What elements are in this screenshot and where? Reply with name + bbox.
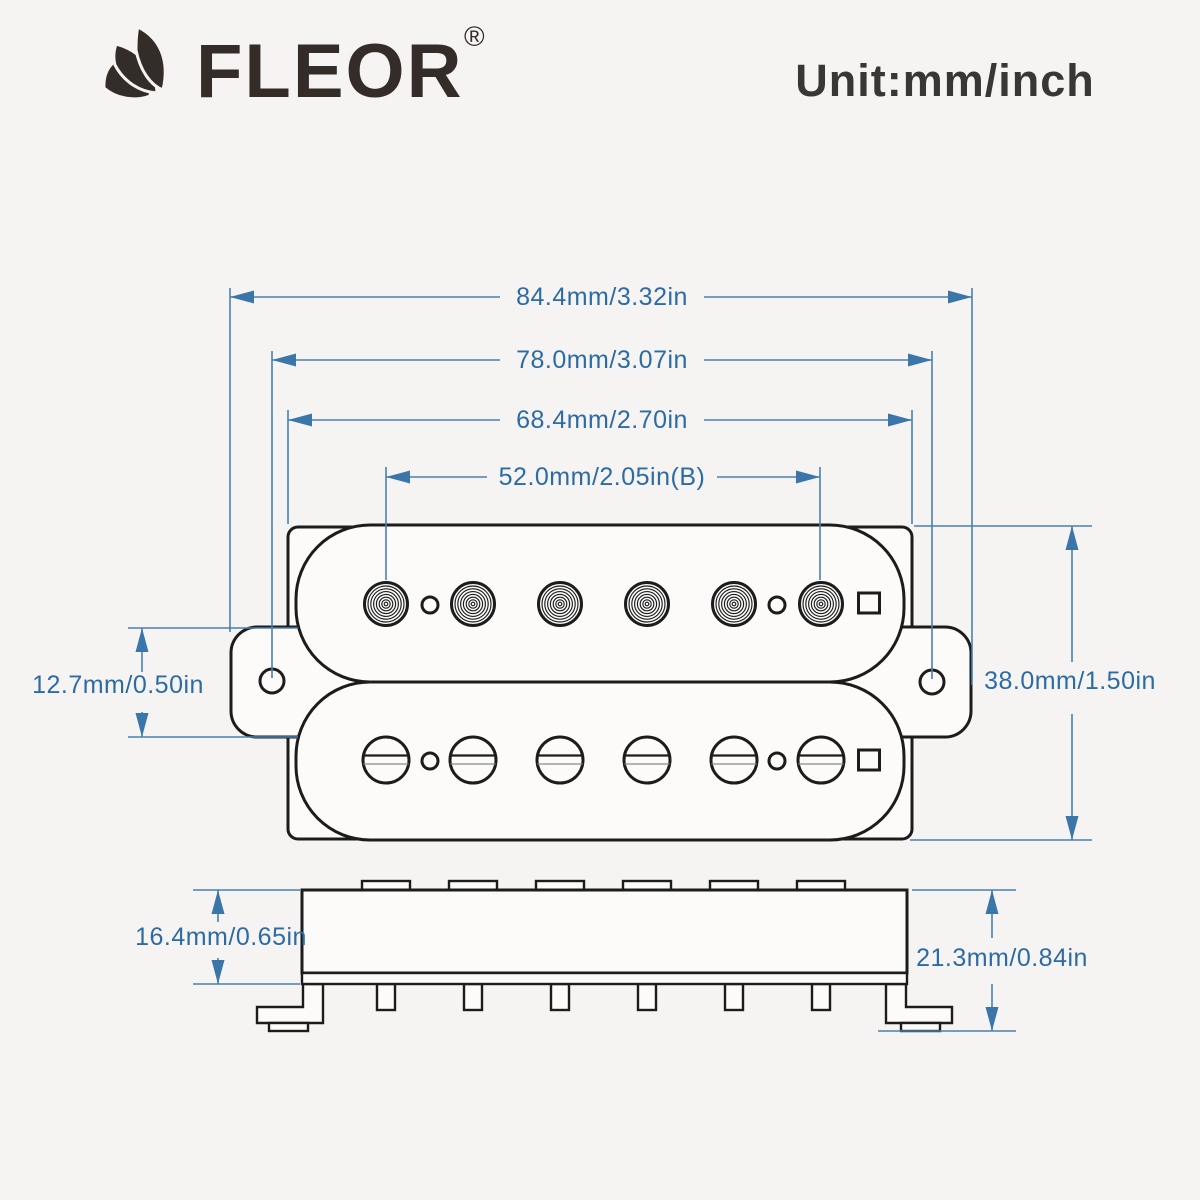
dim-overall-width: 84.4mm/3.32in [229,283,973,685]
slug-pole-2 [450,581,496,627]
arrowhead-left-icon [386,470,410,484]
dim-body-height: 38.0mm/1.50in [910,525,1156,841]
dim-label-hole-spacing: 78.0mm/3.07in [516,346,688,374]
arrowhead-up-icon [985,890,999,914]
dim-body-width: 68.4mm/2.70in [287,406,913,524]
leaf-petal-front-icon [134,24,167,93]
side-body-outline [300,888,909,975]
arrowhead-down-icon [211,960,225,984]
dim-pole-spacing: 52.0mm/2.05in(B) [385,463,821,580]
unit-label: Unit:mm/inch [795,55,1095,106]
brand-name: FLEOR [196,29,464,114]
right-mounting-bracket [884,982,954,1025]
arrowhead-left-icon [230,290,254,304]
screw-leg-1 [375,982,397,1012]
screw-pole-1 [361,735,411,785]
arrowhead-right-icon [948,290,972,304]
dim-label-side-total-height: 21.3mm/0.84in [916,944,1088,972]
arrowhead-down-icon [985,1007,999,1031]
registered-trademark-icon: ® [464,21,485,52]
screw-leg-5 [723,982,745,1012]
dim-mounting-tab-height: 12.7mm/0.50in [32,627,298,738]
side-baseplate-outline [300,971,909,986]
dim-mounting-hole-spacing: 78.0mm/3.07in [271,346,933,679]
dim-label-overall-width: 84.4mm/3.32in [516,283,688,311]
arrowhead-left-icon [288,413,312,427]
brand-logo: FLEOR ® [102,21,485,114]
slug-pole-3 [537,581,583,627]
pickup-side-view [255,879,954,1033]
dim-label-body-height: 38.0mm/1.50in [984,667,1156,695]
arrowhead-up-icon [135,628,149,652]
screw-pole-2 [448,735,498,785]
screw-leg-6 [810,982,832,1012]
screw-leg-2 [462,982,484,1012]
dim-label-side-body-height: 16.4mm/0.65in [135,923,307,951]
arrowhead-up-icon [1065,526,1079,550]
dim-label-pole-spacing: 52.0mm/2.05in(B) [499,463,706,491]
arrowhead-left-icon [272,353,296,367]
arrowhead-down-icon [1065,816,1079,840]
bottom-coil-bobbin [294,680,906,842]
screw-pole-5 [709,735,759,785]
arrowhead-down-icon [135,713,149,737]
screw-pole-4 [622,735,672,785]
arrowhead-right-icon [888,413,912,427]
bottom-spacer-dot-left [420,751,440,771]
dim-side-total-height: 21.3mm/0.84in [878,889,1088,1032]
left-bracket-pad [267,1021,310,1033]
dim-label-body-width: 68.4mm/2.70in [516,406,688,434]
top-spacer-dot-right [767,595,787,615]
dim-side-body-height: 16.4mm/0.65in [135,889,307,985]
screw-leg-4 [636,982,658,1012]
slug-pole-5 [711,581,757,627]
arrowhead-up-icon [211,890,225,914]
screw-leg-3 [549,982,571,1012]
arrowhead-right-icon [908,353,932,367]
screw-pole-3 [535,735,585,785]
bottom-square-pole [857,748,881,772]
slug-pole-1 [363,581,409,627]
pickup-top-view [229,523,973,842]
screw-pole-6 [796,735,846,785]
arrowhead-right-icon [796,470,820,484]
right-bracket-pad [899,1021,942,1033]
slug-pole-4 [624,581,670,627]
bottom-spacer-dot-right [767,751,787,771]
dim-label-tab-height: 12.7mm/0.50in [32,671,204,699]
top-spacer-dot-left [420,595,440,615]
top-square-pole [857,591,881,615]
slug-pole-6 [798,581,844,627]
left-mounting-bracket [255,982,325,1025]
